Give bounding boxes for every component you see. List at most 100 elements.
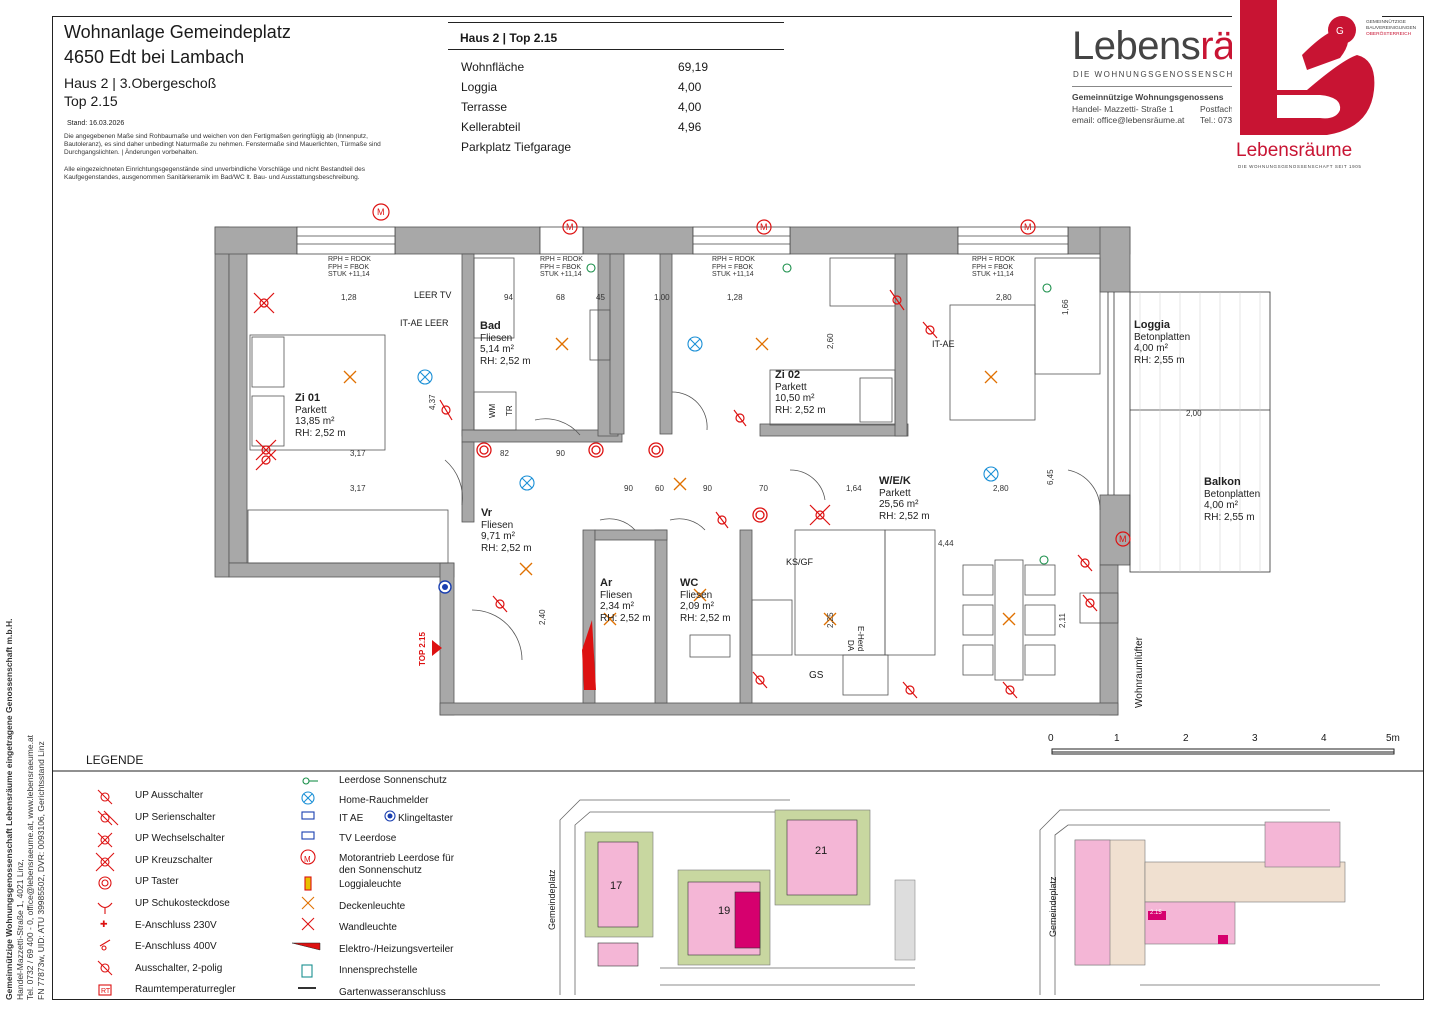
svg-text:RT: RT — [101, 988, 111, 995]
dim-label: 45 — [596, 293, 605, 302]
project-location: 4650 Edt bei Lambach — [64, 47, 245, 67]
dim-label: 4,37 — [428, 394, 437, 410]
legend-item: UP Ausschalter — [135, 790, 204, 801]
svg-text:M: M — [1119, 534, 1127, 544]
dim-label: 1,00 — [654, 293, 670, 302]
legend-col1: UP Ausschalter UP Serienschalter UP Wech… — [135, 790, 236, 1006]
dim-label: 1,66 — [1061, 299, 1070, 315]
label-ks-gf: KS/GF — [786, 557, 814, 567]
dim-label: 82 — [500, 449, 509, 458]
legend-item: UP Kreuzschalter — [135, 854, 213, 866]
label-da: DA — [846, 640, 855, 652]
company-email: email: office@lebensräume.at — [1072, 115, 1185, 125]
dim-label: 2,11 — [1058, 613, 1067, 628]
label-tr: TR — [505, 405, 514, 416]
house-floor: Haus 2 | 3.Obergeschoß — [64, 75, 217, 91]
key-plan-unit-tag: 2.15 — [1150, 910, 1162, 916]
svg-text:M: M — [760, 222, 768, 232]
badge-text: Lebensräume — [1236, 140, 1353, 161]
label-leer-tv: LEER TV — [414, 290, 452, 300]
dim-label: 2,80 — [996, 293, 1012, 302]
dim-label: 94 — [504, 293, 513, 302]
legend-item: UP Taster — [135, 876, 179, 888]
legend-item: Ausschalter, 2-polig — [135, 962, 223, 974]
legend-item: Home-Rauchmelder — [339, 795, 429, 806]
legend-title: LEGENDE — [86, 753, 144, 767]
dim-label: 70 — [759, 484, 768, 493]
legend-item: Deckenleuchte — [339, 900, 406, 912]
legend-item: den Sonnenschutz — [339, 865, 422, 876]
legend-item: Innensprechstelle — [339, 965, 418, 976]
drawing-frame — [52, 16, 1424, 1000]
label-it-ae: IT-AE — [932, 339, 955, 349]
legend-item: UP Wechselschalter — [135, 833, 225, 845]
dim-label: 90 — [556, 449, 565, 458]
site-street-label: Gemeindeplatz — [547, 869, 557, 930]
company-tel: Tel.: 0732 — [1200, 115, 1237, 125]
legend-item: Motorantrieb Leerdose für — [339, 853, 455, 864]
dim-label: 2,60 — [826, 333, 835, 349]
label-top-entrance: TOP 2.15 — [418, 632, 427, 666]
legend-item: TV Leerdose — [339, 833, 397, 844]
dim-label: 2,80 — [993, 484, 1009, 493]
area-row: Parkplatz Tiefgarage — [461, 140, 572, 154]
dim-label: 1,28 — [727, 293, 743, 302]
dim-label: 60 — [655, 484, 664, 493]
label-it-ae-leer: IT-AE LEER — [400, 318, 449, 328]
project-title: Wohnanlage Gemeindeplatz — [64, 22, 291, 42]
label-wohnraumluefter: Wohnraumlüfter — [1134, 637, 1145, 708]
legend-item: Leerdose Sonnenschutz — [339, 775, 447, 786]
svg-text:M: M — [377, 207, 385, 217]
company-address: Handel- Mazzetti- Straße 1 — [1072, 104, 1174, 114]
dim-label: 68 — [556, 293, 565, 302]
disclaimer-dimensions: Die angegebenen Maße sind Rohbaumaße und… — [64, 133, 381, 156]
company-name: Gemeinnützige Wohnungsgenossens — [1072, 92, 1224, 102]
legend-item: Loggialeuchte — [339, 879, 402, 890]
dim-label: 3,17 — [350, 484, 366, 493]
legend-item: E-Anschluss 230V — [135, 919, 217, 931]
legend-item: UP Schukosteckdose — [135, 897, 230, 909]
legend-item: Gartenwasseranschluss — [339, 986, 446, 998]
dim-label: 4,44 — [938, 539, 954, 548]
svg-text:✚: ✚ — [100, 919, 108, 929]
dim-label: 3,17 — [350, 449, 366, 458]
dim-label: 6,45 — [1046, 469, 1055, 485]
dim-label: 1,28 — [341, 293, 357, 302]
legend-item: E-Anschluss 400V — [135, 941, 217, 953]
lebensraeume-badge-logo: G — [1232, 0, 1382, 175]
svg-text:M: M — [1024, 222, 1032, 232]
building-17: 17 — [610, 880, 623, 892]
svg-text:G: G — [1336, 26, 1344, 37]
legend-item: Raumtemperaturregler — [135, 984, 236, 996]
legend-col2: Leerdose Sonnenschutz Home-Rauchmelder I… — [339, 775, 454, 1008]
label-wm: WM — [488, 403, 497, 418]
company-postfach: Postfach 2 — [1200, 104, 1241, 114]
label-gs: GS — [809, 670, 824, 681]
company-logo-subtitle: DIE WOHNUNGSGENOSSENSCH — [1073, 70, 1234, 79]
stand-date: Stand: 16.03.2026 — [67, 120, 125, 127]
label-e-herd: E-Herd — [856, 626, 865, 652]
disclaimer-furniture: Alle eingezeichneten Einrichtungsgegenst… — [64, 166, 366, 181]
building-21: 21 — [815, 845, 828, 857]
building-19: 19 — [718, 905, 731, 917]
area-table-header: Haus 2 | Top 2.15 — [448, 22, 784, 50]
dim-label: 2,00 — [1186, 409, 1202, 418]
